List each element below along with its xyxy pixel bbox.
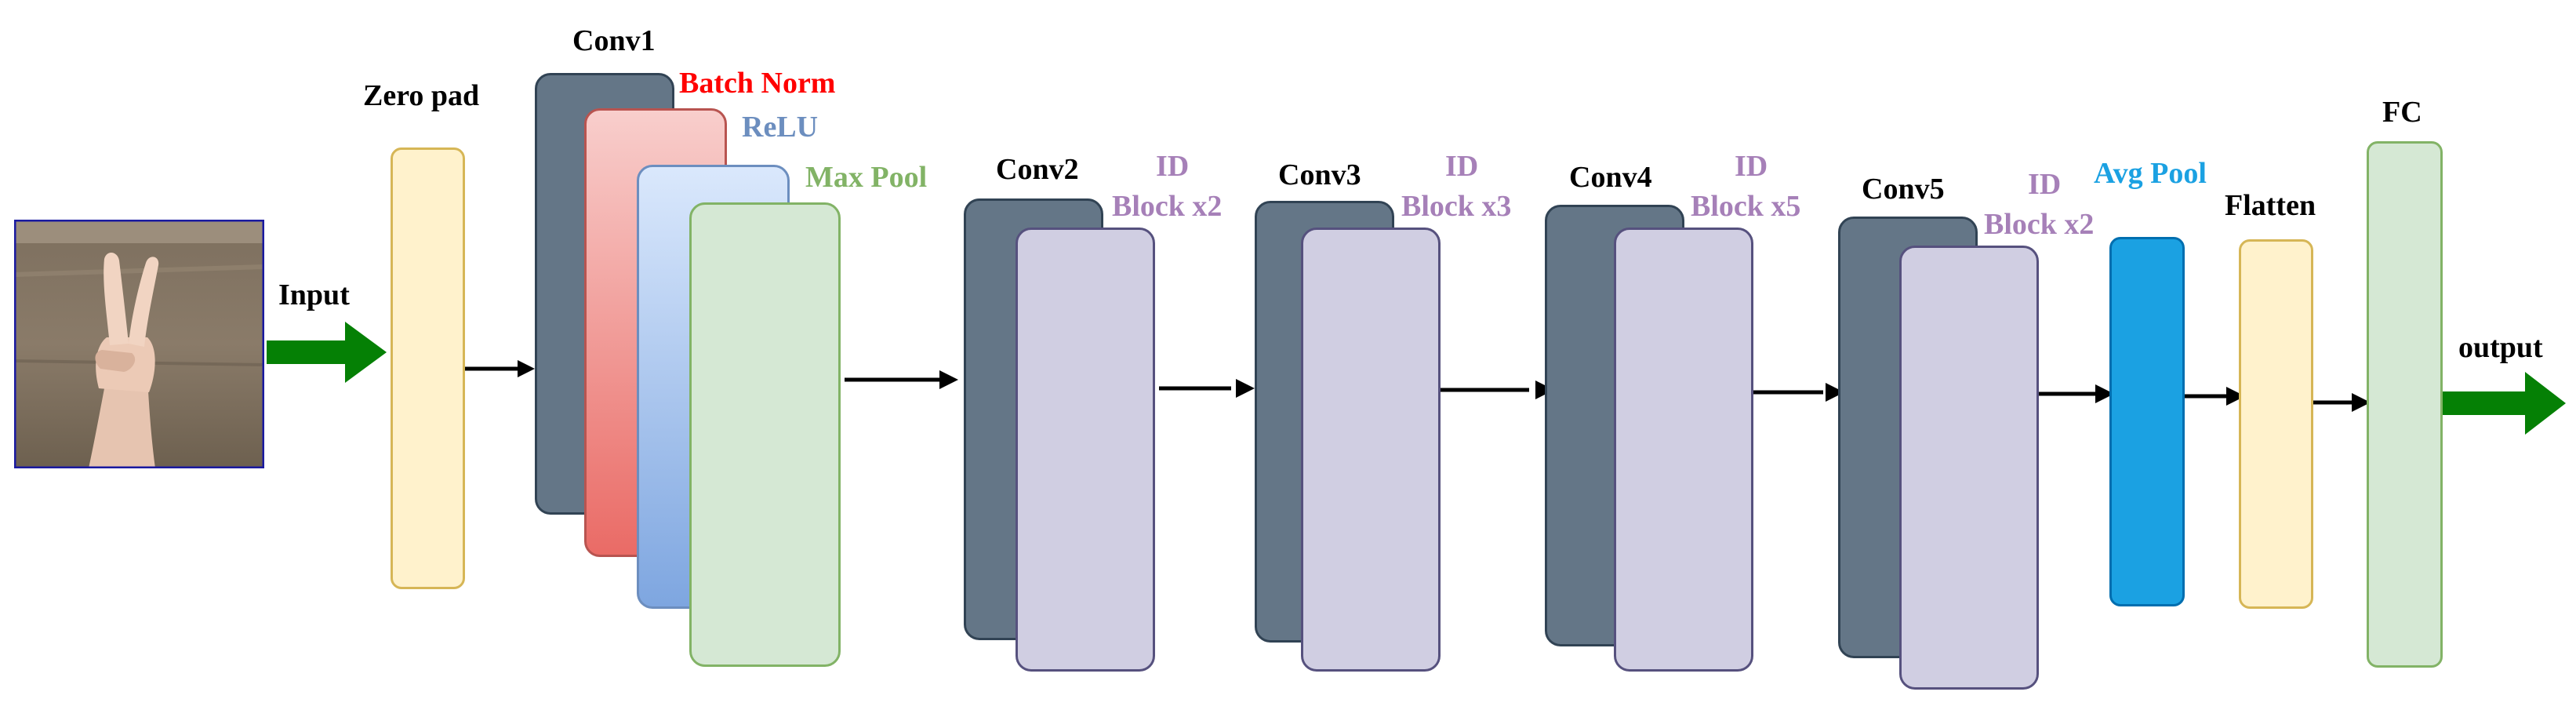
fc-block (2367, 141, 2443, 668)
zero-pad-label: Zero pad (363, 79, 480, 112)
conv3-label: Conv3 (1278, 158, 1361, 191)
id-block-2-line2: Block x2 (1112, 190, 1223, 224)
id-block-3 (1301, 228, 1441, 672)
id-block-5 (1899, 246, 2039, 690)
id-block-3-label: ID Block x3 (1401, 147, 1511, 228)
conv5-label: Conv5 (1862, 173, 1945, 206)
input-arrow (267, 322, 387, 383)
id-block-5-label: ID Block x2 (1984, 165, 2094, 246)
id-block-4 (1614, 228, 1753, 672)
batch-norm-label: Batch Norm (679, 67, 836, 100)
avg-pool-block (2109, 237, 2185, 606)
relu-label: ReLU (742, 111, 819, 144)
conv4-label: Conv4 (1569, 161, 1652, 194)
flatten-label: Flatten (2225, 189, 2316, 222)
id-block-2-label: ID Block x2 (1112, 147, 1222, 228)
id-block-5-line2: Block x2 (1984, 208, 2095, 242)
id-block-3-line2: Block x3 (1401, 190, 1512, 224)
id-block-2-line1: ID (1156, 150, 1190, 183)
id-block-3-line1: ID (1445, 150, 1479, 183)
fc-label: FC (2382, 96, 2422, 129)
id-block-4-label: ID Block x5 (1691, 147, 1800, 228)
id-block-2 (1016, 228, 1155, 672)
conv1-label: Conv1 (572, 24, 656, 57)
max-pool-block (689, 202, 841, 667)
zero-pad-block (391, 147, 465, 589)
id-block-5-line1: ID (2028, 168, 2062, 201)
flatten-block (2239, 239, 2313, 609)
id-block-4-line1: ID (1735, 150, 1768, 183)
avg-pool-label: Avg Pool (2094, 157, 2207, 190)
input-image (14, 220, 264, 468)
max-pool-label: Max Pool (805, 161, 928, 194)
id-block-4-line2: Block x5 (1691, 190, 1801, 224)
output-label: output (2458, 331, 2543, 364)
output-arrow (2443, 372, 2566, 435)
input-label: Input (278, 279, 350, 311)
conv2-label: Conv2 (996, 153, 1079, 186)
